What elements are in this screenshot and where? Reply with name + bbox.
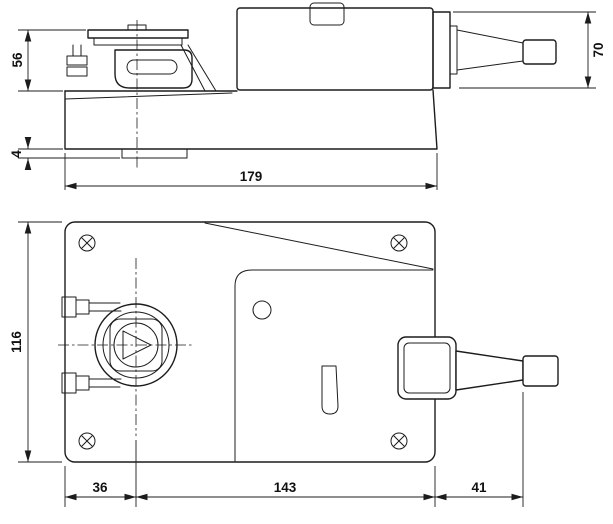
screw-cross-icon bbox=[393, 237, 405, 249]
dim-label-179: 179 bbox=[240, 169, 263, 184]
dimension-179: 179 bbox=[64, 153, 438, 190]
screw-cross-icon bbox=[393, 435, 405, 447]
cable-connector-plan bbox=[522, 355, 559, 387]
u-bolt-rod-lower bbox=[88, 378, 122, 388]
extension-lines-bottom bbox=[64, 392, 524, 507]
clamp-lower-plate bbox=[93, 37, 183, 46]
dim-label-41: 41 bbox=[471, 480, 487, 495]
extension-lines-4 bbox=[18, 148, 120, 159]
housing-right-section bbox=[432, 11, 451, 89]
clamp-assembly-side bbox=[66, 24, 217, 92]
clamp-top-plate bbox=[87, 29, 189, 39]
u-bolt-rod-upper bbox=[88, 302, 122, 312]
clamp-slot bbox=[126, 59, 178, 75]
cable-collar-side bbox=[449, 25, 458, 75]
u-bolt-nut-upper bbox=[66, 55, 88, 66]
corner-screw bbox=[78, 234, 96, 252]
cable-side bbox=[456, 29, 524, 71]
cable-connector-side bbox=[522, 39, 557, 65]
corner-screws bbox=[78, 234, 408, 450]
corner-screw bbox=[390, 432, 408, 450]
u-bolt-end-lower bbox=[61, 372, 122, 394]
dim-label-116: 116 bbox=[9, 331, 24, 353]
extension-lines-116 bbox=[18, 221, 62, 463]
dim-label-143: 143 bbox=[274, 480, 297, 495]
base-foot-bracket bbox=[121, 148, 188, 159]
housing-edge-plan bbox=[234, 269, 434, 462]
housing-outline bbox=[236, 7, 434, 91]
extension-lines-70 bbox=[453, 11, 596, 89]
housing-top-cap bbox=[309, 2, 345, 26]
dim-label-36: 36 bbox=[92, 480, 108, 495]
corner-screw bbox=[390, 234, 408, 252]
clamp-brace bbox=[180, 44, 217, 92]
plan-view bbox=[58, 221, 559, 463]
dim-label-56: 56 bbox=[10, 52, 25, 68]
release-clip bbox=[321, 365, 339, 415]
cable-plan bbox=[455, 350, 524, 391]
u-bolt-rod bbox=[72, 44, 82, 57]
clamp-body-side bbox=[114, 49, 193, 89]
corner-screw bbox=[78, 432, 96, 450]
u-bolt-nut-lower bbox=[66, 66, 88, 77]
dimension-70: 70 bbox=[453, 11, 606, 89]
base-outline bbox=[64, 89, 438, 150]
dim-label-70: 70 bbox=[591, 42, 606, 57]
screw-cross-icon bbox=[81, 237, 93, 249]
clamp-assembly-plan bbox=[58, 258, 192, 436]
screw-cross-icon bbox=[81, 435, 93, 447]
dimension-bottom-chain: 36 143 41 bbox=[64, 392, 524, 507]
cable-gland-inner bbox=[403, 342, 451, 394]
side-view bbox=[64, 2, 557, 168]
dimension-116: 116 bbox=[9, 221, 62, 463]
dim-label-4: 4 bbox=[9, 150, 24, 158]
indicator-hole bbox=[252, 300, 272, 320]
dimension-4: 4 bbox=[9, 137, 120, 170]
cable-gland bbox=[397, 336, 457, 400]
u-bolt-end-upper bbox=[61, 296, 122, 318]
housing-chamfer-plan bbox=[204, 222, 434, 270]
dimension-56: 56 bbox=[10, 29, 86, 92]
base-chamfer-line bbox=[64, 92, 233, 100]
